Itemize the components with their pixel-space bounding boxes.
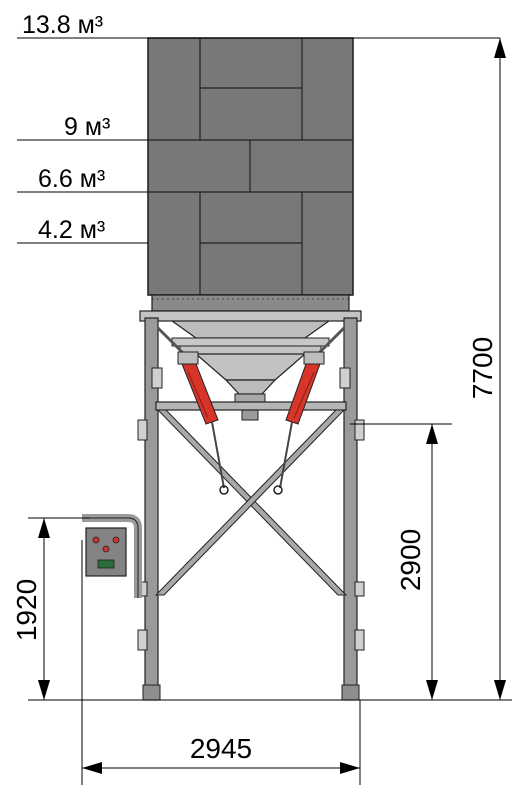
volume-level-9: 9 м³ <box>17 113 148 141</box>
leg-height-dimension: 2900 <box>395 529 426 591</box>
hopper-cylinder-right <box>273 351 325 495</box>
volume-levels: 13.8 м³ 9 м³ 6.6 м³ 4.2 м³ <box>17 11 500 244</box>
support-frame <box>137 310 365 701</box>
panel-height-dimension: 1920 <box>11 579 42 641</box>
base-width-dimension: 2945 <box>190 733 252 764</box>
volume-level-13-8: 13.8 м³ <box>17 11 500 39</box>
volume-level-6-6: 6.6 м³ <box>17 165 148 193</box>
total-height-dimension: 7700 <box>467 337 498 399</box>
volume-label: 13.8 м³ <box>22 11 103 39</box>
silo-body <box>147 37 354 312</box>
volume-level-4-2: 4.2 м³ <box>17 216 148 244</box>
volume-label: 6.6 м³ <box>38 165 105 193</box>
volume-label: 9 м³ <box>64 113 110 141</box>
control-panel <box>82 514 142 598</box>
dimension-lines <box>28 38 512 785</box>
hopper-cylinder-left <box>177 351 229 495</box>
volume-label: 4.2 м³ <box>38 216 105 244</box>
